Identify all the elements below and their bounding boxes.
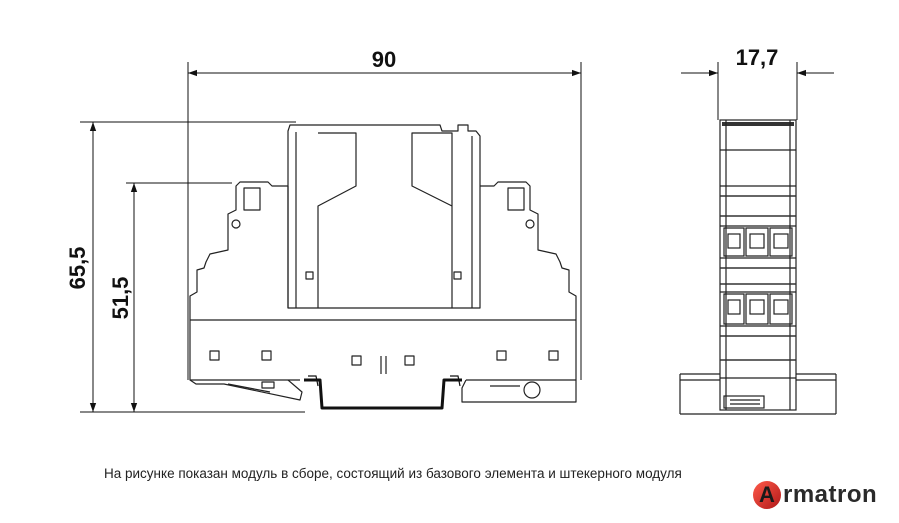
side-width-label: 17,7	[736, 45, 779, 70]
module-side-view	[679, 119, 837, 415]
total-height-dimension	[80, 121, 305, 413]
width-label: 90	[372, 47, 396, 72]
side-view-hatching	[720, 195, 796, 361]
logo-text: rmatron	[783, 481, 878, 508]
din-rail-front	[304, 378, 462, 410]
side-width-dimension	[681, 62, 834, 120]
din-rail-clip	[308, 375, 461, 387]
armatron-logo: A rmatron	[752, 478, 877, 512]
base-height-label: 51,5	[108, 277, 133, 320]
width-dimension	[187, 62, 582, 380]
base-height-dimension	[126, 182, 232, 412]
module-front-view	[189, 124, 577, 403]
figure-caption: На рисунке показан модуль в сборе, состо…	[104, 466, 682, 481]
total-height-label: 65,5	[65, 247, 90, 290]
svg-text:A: A	[759, 482, 775, 507]
logo-mark-icon: A	[752, 480, 782, 510]
